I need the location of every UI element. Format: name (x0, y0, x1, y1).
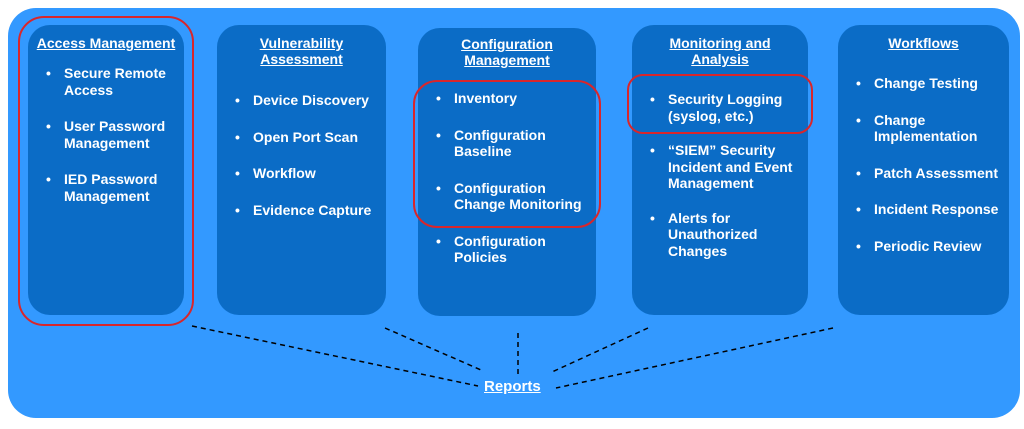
column-configuration-management: Configuration Management Inventory Confi… (418, 28, 596, 316)
list-item: Change Testing (856, 75, 1003, 92)
column-title: Configuration Management (461, 36, 553, 68)
column-workflows: Workflows Change Testing Change Implemen… (838, 25, 1009, 315)
column-monitoring-analysis: Monitoring and Analysis Security Logging… (632, 25, 808, 315)
list-item: Configuration Policies (436, 233, 590, 266)
highlight-configuration-group (413, 80, 601, 228)
list-item: Security Logging (syslog, etc.) (650, 91, 802, 124)
connector-vulnerability (384, 327, 482, 371)
column-title: Monitoring and Analysis (669, 35, 771, 67)
list-item: Device Discovery (235, 92, 380, 109)
list-item: User Password Management (46, 118, 178, 151)
list-item: Change Implementation (856, 112, 1003, 145)
highlight-access-management (18, 16, 194, 326)
connector-monitoring (551, 327, 649, 373)
column-access-management: Access Management Secure Remote Access U… (28, 25, 184, 315)
list-item: Patch Assessment (856, 165, 1003, 182)
list-item: Alerts for Unauthorized Changes (650, 210, 802, 260)
list-item: Periodic Review (856, 238, 1003, 255)
list-item: “SIEM” Security Incident and Event Manag… (650, 142, 802, 192)
list-item: IED Password Management (46, 171, 178, 204)
list-item: Configuration Baseline (436, 127, 590, 160)
column-vulnerability-assessment: Vulnerability Assessment Device Discover… (217, 25, 386, 315)
list-item: Evidence Capture (235, 202, 380, 219)
list-item: Configuration Change Monitoring (436, 180, 590, 213)
list-item: Workflow (235, 165, 380, 182)
connector-workflows (555, 327, 834, 389)
list-item: Incident Response (856, 201, 1003, 218)
connector-access (191, 325, 479, 387)
list-item: Secure Remote Access (46, 65, 178, 98)
reports-label: Reports (484, 378, 541, 395)
column-title: Workflows (888, 35, 959, 51)
column-title: Access Management (36, 35, 176, 51)
highlight-security-logging (627, 74, 813, 134)
list-item: Inventory (436, 90, 590, 107)
column-title: Vulnerability Assessment (259, 35, 344, 67)
list-item: Open Port Scan (235, 129, 380, 146)
